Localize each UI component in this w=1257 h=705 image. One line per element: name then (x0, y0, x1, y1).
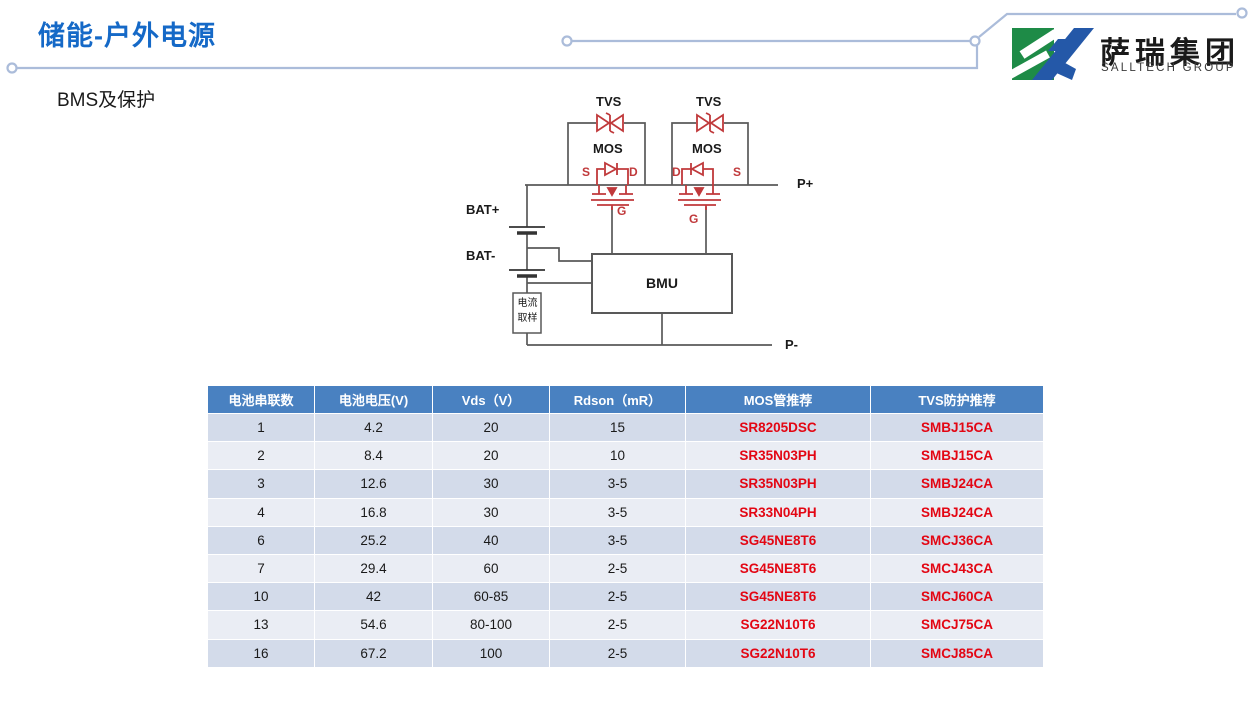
table-row: 16 67.2 100 2-5 SG22N10T6 SMCJ85CA (207, 638, 1044, 668)
cell-rdson: 2-5 (549, 610, 686, 640)
cell-vds: 60 (432, 553, 550, 584)
p-minus-label: P- (785, 337, 798, 352)
cell-series: 7 (207, 553, 315, 584)
bat-plus-label: BAT+ (466, 202, 500, 217)
cell-series: 6 (207, 525, 315, 555)
mos-tvs-recommendation-table: 电池串联数 电池电压(V) Vds（V） Rdson（mR） MOS管推荐 TV… (207, 385, 1044, 668)
cell-series: 16 (207, 638, 315, 668)
cell-mos-part: SG22N10T6 (685, 638, 871, 668)
table-row: 13 54.6 80-100 2-5 SG22N10T6 SMCJ75CA (207, 610, 1044, 640)
cell-mos-part: SR35N03PH (685, 441, 871, 471)
bat-minus-label: BAT- (466, 248, 496, 263)
cell-rdson: 3-5 (549, 525, 686, 555)
cell-series: 4 (207, 497, 315, 527)
bmu-block-label: BMU (646, 275, 678, 291)
header-vds: Vds（V） (432, 385, 550, 414)
cell-mos-part: SR8205DSC (685, 412, 871, 443)
cell-mos-part: SR33N04PH (685, 497, 871, 527)
cell-vds: 20 (432, 441, 550, 471)
table-row: 2 8.4 20 10 SR35N03PH SMBJ15CA (207, 441, 1044, 471)
cell-tvs-part: SMBJ24CA (870, 469, 1044, 499)
cell-mos-part: SG22N10T6 (685, 610, 871, 640)
cell-mos-part: SG45NE8T6 (685, 553, 871, 584)
mos-right-label: MOS (692, 141, 722, 156)
mosfet-right-source-label: S (733, 165, 742, 179)
cell-voltage: 25.2 (314, 525, 433, 555)
table-row: 10 42 60-85 2-5 SG45NE8T6 SMCJ60CA (207, 582, 1044, 612)
cell-tvs-part: SMCJ36CA (870, 525, 1044, 555)
cell-tvs-part: SMCJ75CA (870, 610, 1044, 640)
header-tvs-recommend: TVS防护推荐 (870, 385, 1044, 414)
cell-voltage: 8.4 (314, 441, 433, 471)
table-row: 7 29.4 60 2-5 SG45NE8T6 SMCJ43CA (207, 553, 1044, 584)
cell-voltage: 29.4 (314, 553, 433, 584)
cell-voltage: 16.8 (314, 497, 433, 527)
mosfet-left-gate-label: G (617, 204, 627, 218)
cell-rdson: 2-5 (549, 582, 686, 612)
cell-vds: 60-85 (432, 582, 550, 612)
cell-vds: 30 (432, 497, 550, 527)
company-name-en: SALLTECH GROUP (1101, 62, 1236, 74)
header-rdson: Rdson（mR） (549, 385, 686, 414)
cell-mos-part: SR35N03PH (685, 469, 871, 499)
cell-tvs-part: SMBJ15CA (870, 412, 1044, 443)
cell-mos-part: SG45NE8T6 (685, 525, 871, 555)
tvs-left-label: TVS (596, 94, 622, 109)
tvs-right-label: TVS (696, 94, 722, 109)
table-row: 6 25.2 40 3-5 SG45NE8T6 SMCJ36CA (207, 525, 1044, 555)
cell-tvs-part: SMCJ43CA (870, 553, 1044, 584)
cell-voltage: 12.6 (314, 469, 433, 499)
p-plus-label: P+ (797, 176, 814, 191)
table-row: 3 12.6 30 3-5 SR35N03PH SMBJ24CA (207, 469, 1044, 499)
cell-voltage: 54.6 (314, 610, 433, 640)
cell-series: 10 (207, 582, 315, 612)
cell-rdson: 3-5 (549, 469, 686, 499)
cell-mos-part: SG45NE8T6 (685, 582, 871, 612)
header-mos-recommend: MOS管推荐 (685, 385, 871, 414)
cell-series: 2 (207, 441, 315, 471)
decorative-connector-line (6, 7, 1248, 74)
cell-voltage: 4.2 (314, 412, 433, 443)
cell-tvs-part: SMBJ24CA (870, 497, 1044, 527)
cell-series: 13 (207, 610, 315, 640)
cell-vds: 30 (432, 469, 550, 499)
table-row: 1 4.2 20 15 SR8205DSC SMBJ15CA (207, 412, 1044, 443)
header-battery-series: 电池串联数 (207, 385, 315, 414)
mosfet-left-source-label: S (582, 165, 591, 179)
cell-tvs-part: SMCJ85CA (870, 638, 1044, 668)
current-sampling-block-label: 电流取样 (517, 298, 538, 324)
mos-left-label: MOS (593, 141, 623, 156)
company-logo-mark-icon (1012, 28, 1094, 80)
cell-vds: 100 (432, 638, 550, 668)
table-row: 4 16.8 30 3-5 SR33N04PH SMBJ24CA (207, 497, 1044, 527)
cell-tvs-part: SMCJ60CA (870, 582, 1044, 612)
header-battery-voltage: 电池电压(V) (314, 385, 433, 414)
cell-tvs-part: SMBJ15CA (870, 441, 1044, 471)
cell-rdson: 15 (549, 412, 686, 443)
section-subtitle: BMS及保护 (57, 90, 156, 111)
cell-series: 1 (207, 412, 315, 443)
cell-rdson: 10 (549, 441, 686, 471)
cell-rdson: 2-5 (549, 553, 686, 584)
cell-voltage: 42 (314, 582, 433, 612)
table-header-row: 电池串联数 电池电压(V) Vds（V） Rdson（mR） MOS管推荐 TV… (207, 385, 1044, 414)
mosfet-left-drain-label: D (629, 165, 638, 179)
company-name-cn: 萨瑞集团 (1100, 37, 1240, 70)
cell-voltage: 67.2 (314, 638, 433, 668)
page-title: 储能-户外电源 (38, 21, 216, 51)
cell-vds: 20 (432, 412, 550, 443)
mosfet-right-gate-label: G (689, 212, 699, 226)
cell-series: 3 (207, 469, 315, 499)
mosfet-right-drain-label: D (672, 165, 681, 179)
cell-vds: 80-100 (432, 610, 550, 640)
cell-rdson: 2-5 (549, 638, 686, 668)
cell-vds: 40 (432, 525, 550, 555)
cell-rdson: 3-5 (549, 497, 686, 527)
